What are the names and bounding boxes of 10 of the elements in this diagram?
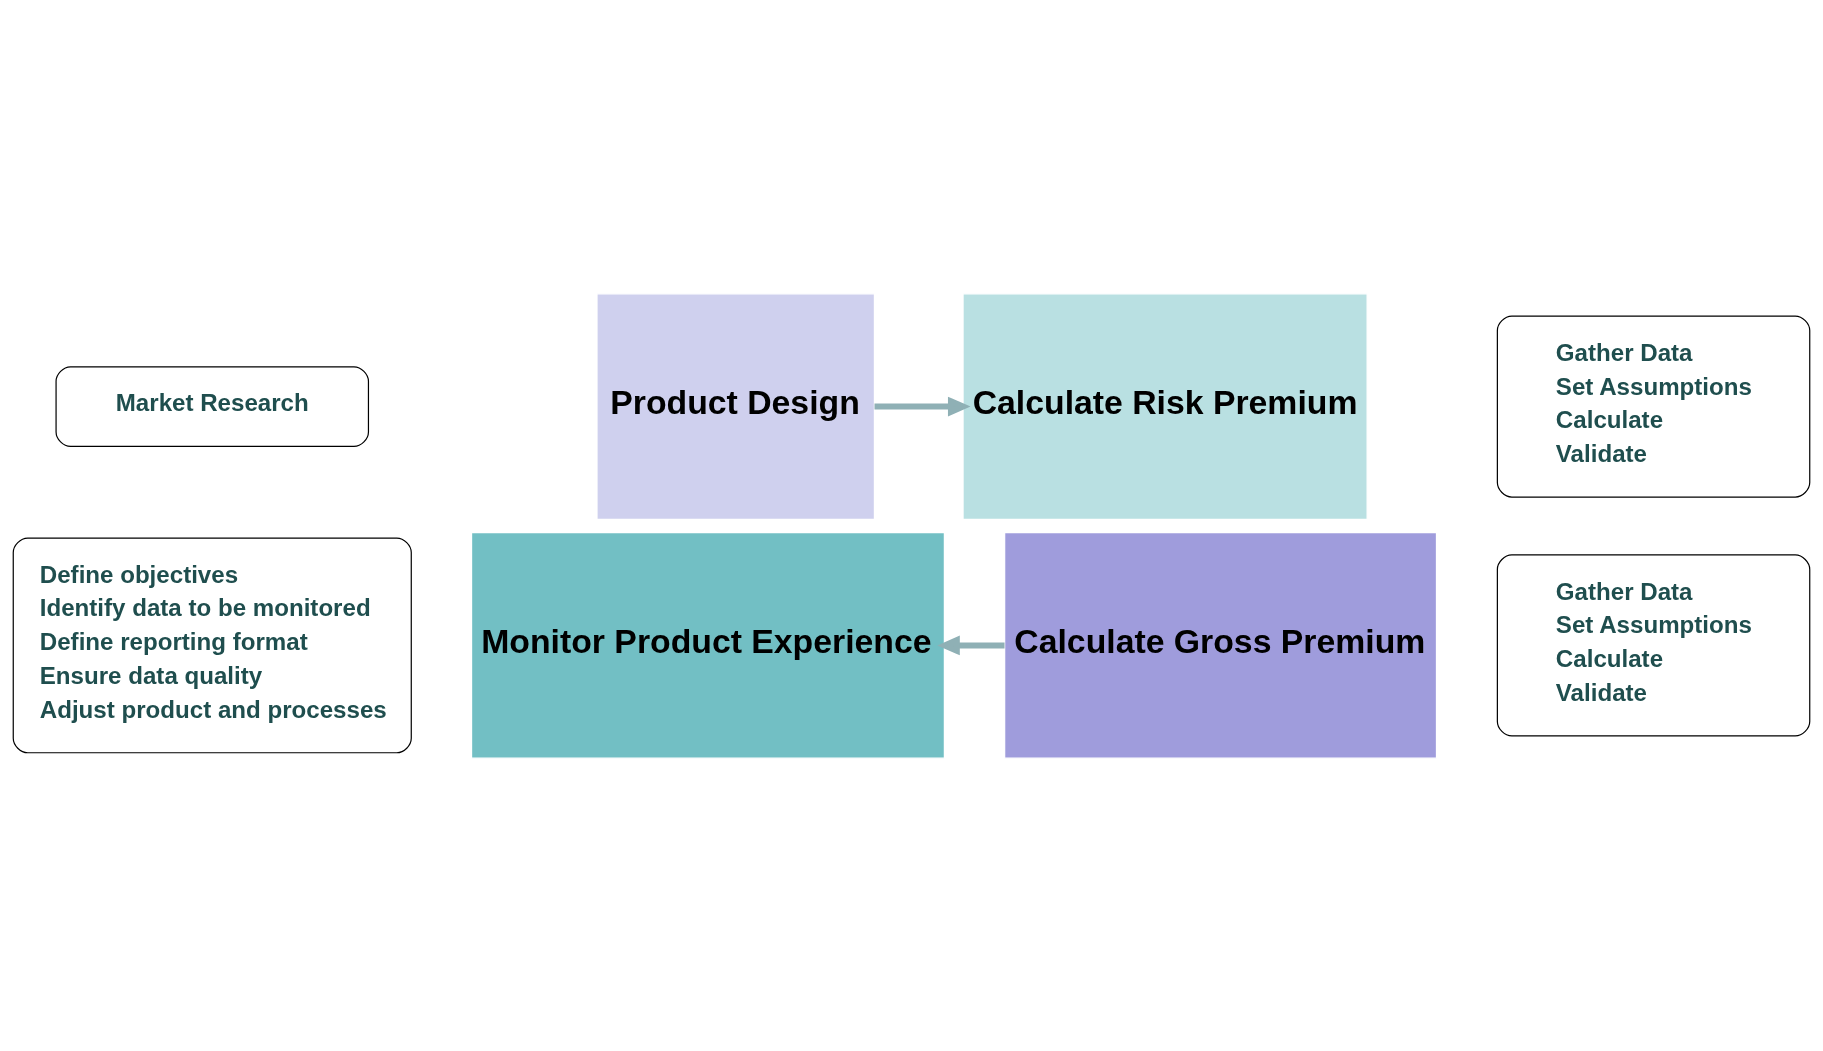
node-box: Product Design [596,292,875,520]
node-box: Define objectives Identify data to be monitored Define reporting format Ensure data quality Adjust product and processes [12,536,412,753]
node-box: Calculate Gross Premium [1004,531,1438,759]
node-box: Calculate Risk Premium [962,292,1368,520]
node-box: Gather Data Set Assumptions Calculate Validate [1496,553,1811,736]
arrow [937,635,1005,655]
node-box: Market Research [55,365,370,447]
node-box: Gather Data Set Assumptions Calculate Validate [1496,315,1811,498]
arrow [874,396,971,416]
node-box: Monitor Product Experience [470,531,945,759]
